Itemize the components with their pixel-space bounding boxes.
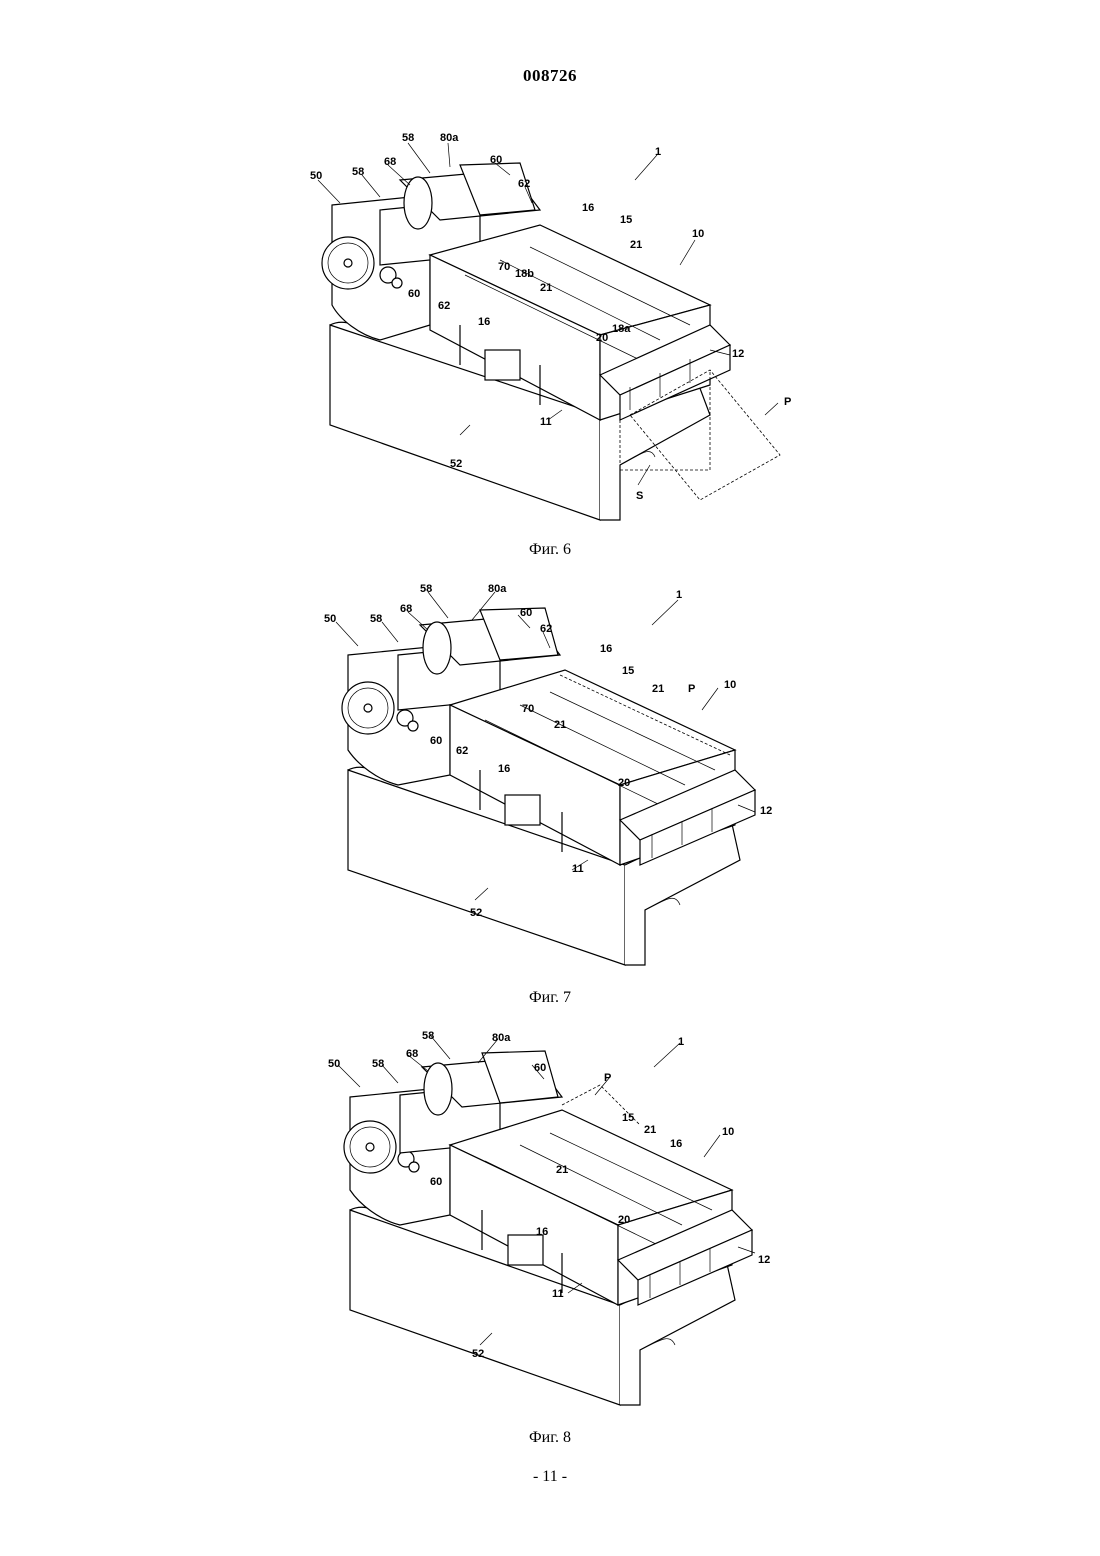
label-1: 1 (676, 589, 682, 601)
label-62-b: 62 (438, 300, 450, 312)
label-80a: 80a (492, 1032, 511, 1044)
label-50: 50 (310, 170, 322, 182)
figure-6-caption: Фиг. 6 (0, 541, 1100, 559)
label-16-b: 16 (536, 1226, 548, 1238)
document-number: 008726 (0, 66, 1100, 86)
figure-7-drawing: 50 58 68 58 80a 60 62 1 16 15 21 P 10 70… (300, 580, 820, 970)
label-11: 11 (552, 1288, 564, 1300)
label-P: P (604, 1072, 611, 1084)
label-58-b: 58 (372, 1058, 384, 1070)
figure-8-caption: Фиг. 8 (0, 1429, 1100, 1447)
label-18b: 18b (515, 268, 534, 280)
label-80a: 80a (488, 583, 507, 595)
figure-7: 50 58 68 58 80a 60 62 1 16 15 21 P 10 70… (300, 580, 820, 970)
label-62-b: 62 (456, 745, 468, 757)
label-80a: 80a (440, 132, 459, 144)
label-21-a: 21 (630, 239, 642, 251)
label-58-b: 58 (352, 166, 364, 178)
label-68: 68 (406, 1048, 418, 1060)
label-58-b: 58 (370, 613, 382, 625)
label-20: 20 (596, 332, 608, 344)
label-21-b: 21 (540, 282, 552, 294)
label-12: 12 (760, 805, 772, 817)
label-62-a: 62 (540, 623, 552, 635)
label-58-a: 58 (420, 583, 432, 595)
label-52: 52 (472, 1348, 484, 1360)
label-20: 20 (618, 1214, 630, 1226)
figure-8: 50 58 68 58 80a 60 1 P 15 21 16 10 21 60… (300, 1025, 820, 1410)
label-16-a: 16 (582, 202, 594, 214)
label-60-b: 60 (430, 735, 442, 747)
label-12: 12 (732, 348, 744, 360)
label-68: 68 (384, 156, 396, 168)
label-60-b: 60 (408, 288, 420, 300)
figure-6-drawing: 50 58 68 58 80a 60 62 1 16 15 10 21 70 1… (300, 125, 820, 525)
label-15: 15 (620, 214, 632, 226)
label-20: 20 (618, 777, 630, 789)
page-number: - 11 - (0, 1468, 1100, 1486)
label-68: 68 (400, 603, 412, 615)
figure-6: 50 58 68 58 80a 60 62 1 16 15 10 21 70 1… (300, 125, 820, 525)
label-50: 50 (328, 1058, 340, 1070)
label-16-b: 16 (498, 763, 510, 775)
label-21-b: 21 (556, 1164, 568, 1176)
label-60-a: 60 (534, 1062, 546, 1074)
label-52: 52 (470, 907, 482, 919)
label-62-a: 62 (518, 178, 530, 190)
label-11: 11 (540, 416, 552, 428)
label-70: 70 (522, 703, 534, 715)
label-P: P (784, 396, 791, 408)
label-10: 10 (722, 1126, 734, 1138)
label-12: 12 (758, 1254, 770, 1266)
label-52: 52 (450, 458, 462, 470)
label-60-a: 60 (520, 607, 532, 619)
label-P: P (688, 683, 695, 695)
label-50: 50 (324, 613, 336, 625)
label-1: 1 (678, 1036, 684, 1048)
label-58-a: 58 (402, 132, 414, 144)
label-70: 70 (498, 261, 510, 273)
figure-7-caption: Фиг. 7 (0, 989, 1100, 1007)
label-15: 15 (622, 665, 634, 677)
label-10: 10 (724, 679, 736, 691)
label-16-b: 16 (478, 316, 490, 328)
figure-8-drawing: 50 58 68 58 80a 60 1 P 15 21 16 10 21 60… (300, 1025, 820, 1410)
label-10: 10 (692, 228, 704, 240)
label-16-a: 16 (670, 1138, 682, 1150)
label-16-a: 16 (600, 643, 612, 655)
label-21-a: 21 (652, 683, 664, 695)
label-1: 1 (655, 146, 661, 158)
label-60-a: 60 (490, 154, 502, 166)
label-18a: 18a (612, 323, 631, 335)
label-58-a: 58 (422, 1030, 434, 1042)
label-21-b: 21 (554, 719, 566, 731)
label-S: S (636, 490, 643, 502)
label-15: 15 (622, 1112, 634, 1124)
label-60-b: 60 (430, 1176, 442, 1188)
label-21-a: 21 (644, 1124, 656, 1136)
label-11: 11 (572, 863, 584, 875)
